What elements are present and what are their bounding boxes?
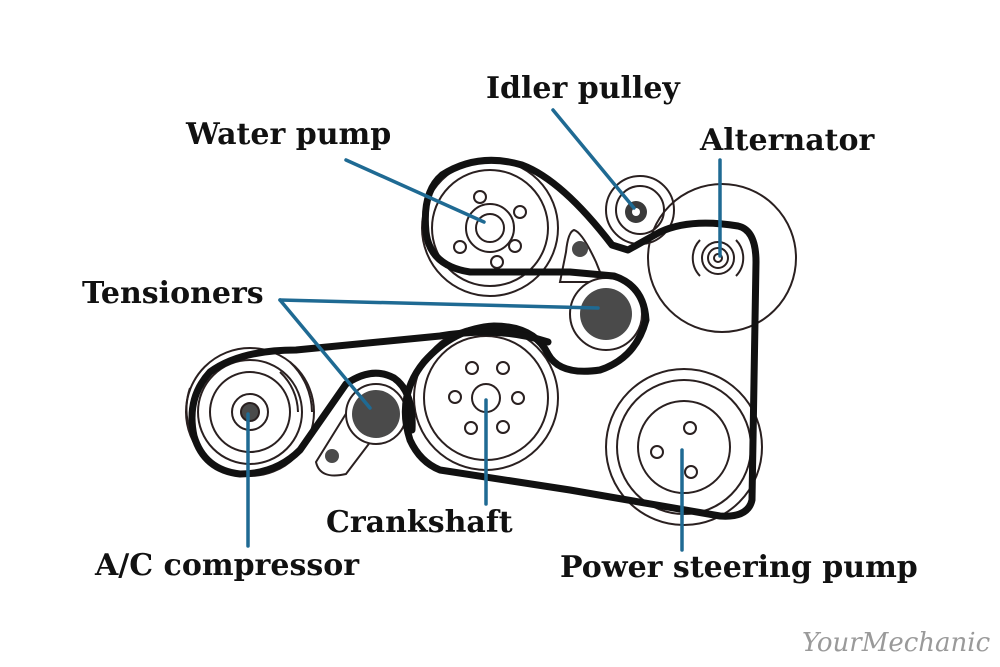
power-steering-pump-label: Power steering pump bbox=[560, 550, 918, 585]
tensioners-label: Tensioners bbox=[82, 276, 264, 311]
crankshaft-label: Crankshaft bbox=[326, 505, 513, 540]
yourmechanic-watermark: YourMechanic bbox=[802, 628, 991, 658]
water-pump-label: Water pump bbox=[186, 117, 392, 152]
serpentine-belt-lower bbox=[188, 328, 552, 478]
lower-tensioner bbox=[314, 383, 407, 477]
water-pump-pulley bbox=[421, 159, 559, 297]
alternator-label: Alternator bbox=[700, 123, 875, 158]
leader-water-pump bbox=[344, 158, 486, 224]
idler-pulley-label: Idler pulley bbox=[486, 71, 680, 106]
leader-tensioner-lower bbox=[278, 298, 372, 410]
leader-tensioner-upper bbox=[278, 298, 600, 310]
leader-lines bbox=[246, 108, 722, 552]
power-steering-pump-pulley bbox=[605, 368, 763, 526]
ac-compressor-label: A/C compressor bbox=[95, 548, 360, 583]
ac-compressor-pulley bbox=[185, 347, 315, 477]
alternator-pulley bbox=[647, 183, 797, 333]
serpentine-belt bbox=[401, 156, 760, 520]
leader-idler-pulley bbox=[551, 108, 636, 210]
